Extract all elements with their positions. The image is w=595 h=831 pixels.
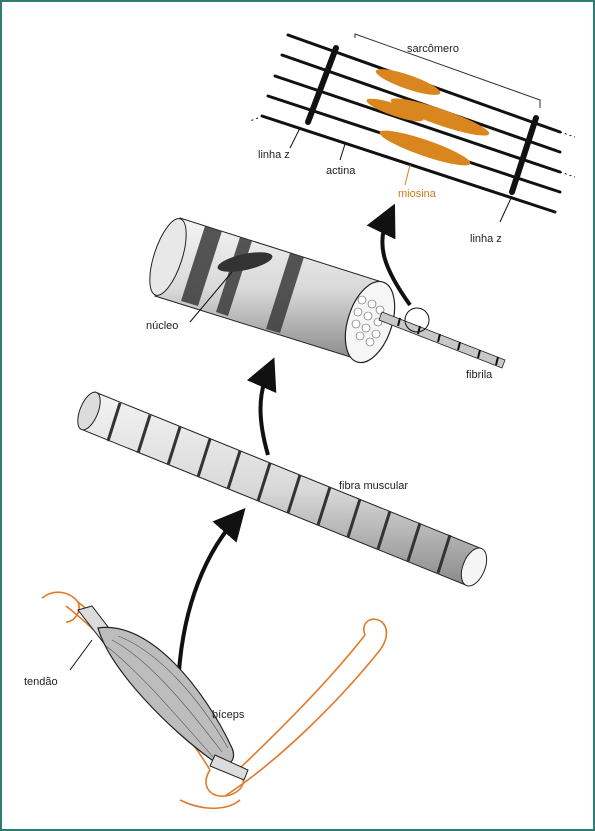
label-z-line-left: linha z bbox=[258, 149, 290, 161]
label-actin: actina bbox=[326, 165, 355, 177]
z-right-pointer bbox=[500, 196, 512, 222]
biceps-muscle bbox=[70, 606, 248, 780]
label-muscle-fiber: fibra muscular bbox=[339, 480, 408, 492]
label-nucleus: núcleo bbox=[146, 320, 178, 332]
muscle-fiber-group bbox=[73, 389, 492, 590]
arrow-to-bundle bbox=[261, 372, 269, 455]
label-sarcomere: sarcômero bbox=[407, 43, 459, 55]
fibril-strand bbox=[379, 308, 505, 368]
label-fibril: fibrila bbox=[466, 369, 492, 381]
label-tendon: tendão bbox=[24, 676, 58, 688]
actin-pointer bbox=[340, 144, 345, 160]
label-myosin: miosina bbox=[398, 188, 436, 200]
label-z-line-right: linha z bbox=[470, 233, 502, 245]
arrow-to-fiber bbox=[178, 520, 235, 690]
fiber-bundle-group bbox=[142, 215, 505, 369]
z-left-pointer bbox=[290, 128, 300, 148]
label-biceps: bíceps bbox=[212, 709, 244, 721]
tendon-pointer bbox=[70, 640, 92, 670]
myosin-pointer bbox=[405, 165, 410, 185]
